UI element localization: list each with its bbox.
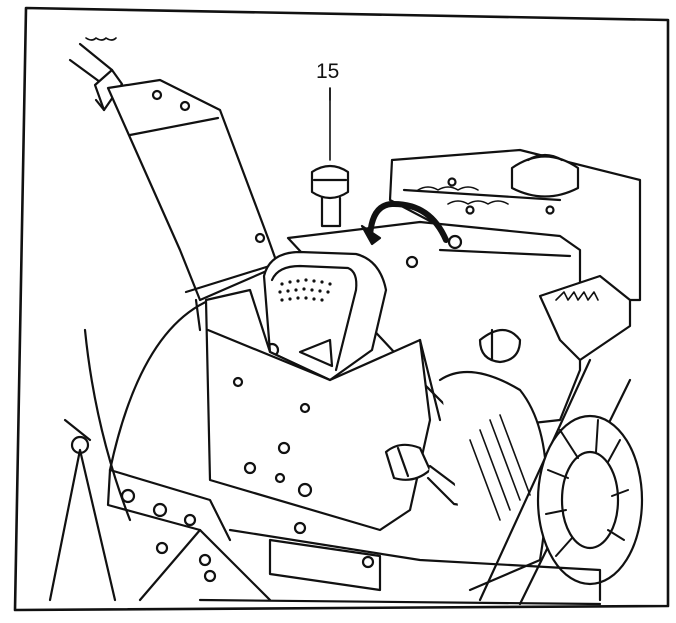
muffler <box>262 250 388 382</box>
wheel <box>536 414 644 586</box>
callout-label-15: 15 <box>316 60 340 83</box>
handle-frame <box>478 274 632 606</box>
frame-border <box>13 6 670 612</box>
spark-plug-wire <box>360 200 449 246</box>
discharge-chute <box>106 78 280 332</box>
choke-knob <box>310 87 350 228</box>
muffler-vent-holes <box>278 278 332 302</box>
recoil-starter <box>438 370 548 592</box>
engine-block <box>204 288 442 532</box>
auger-housing <box>48 298 272 602</box>
base-frame <box>198 521 602 606</box>
